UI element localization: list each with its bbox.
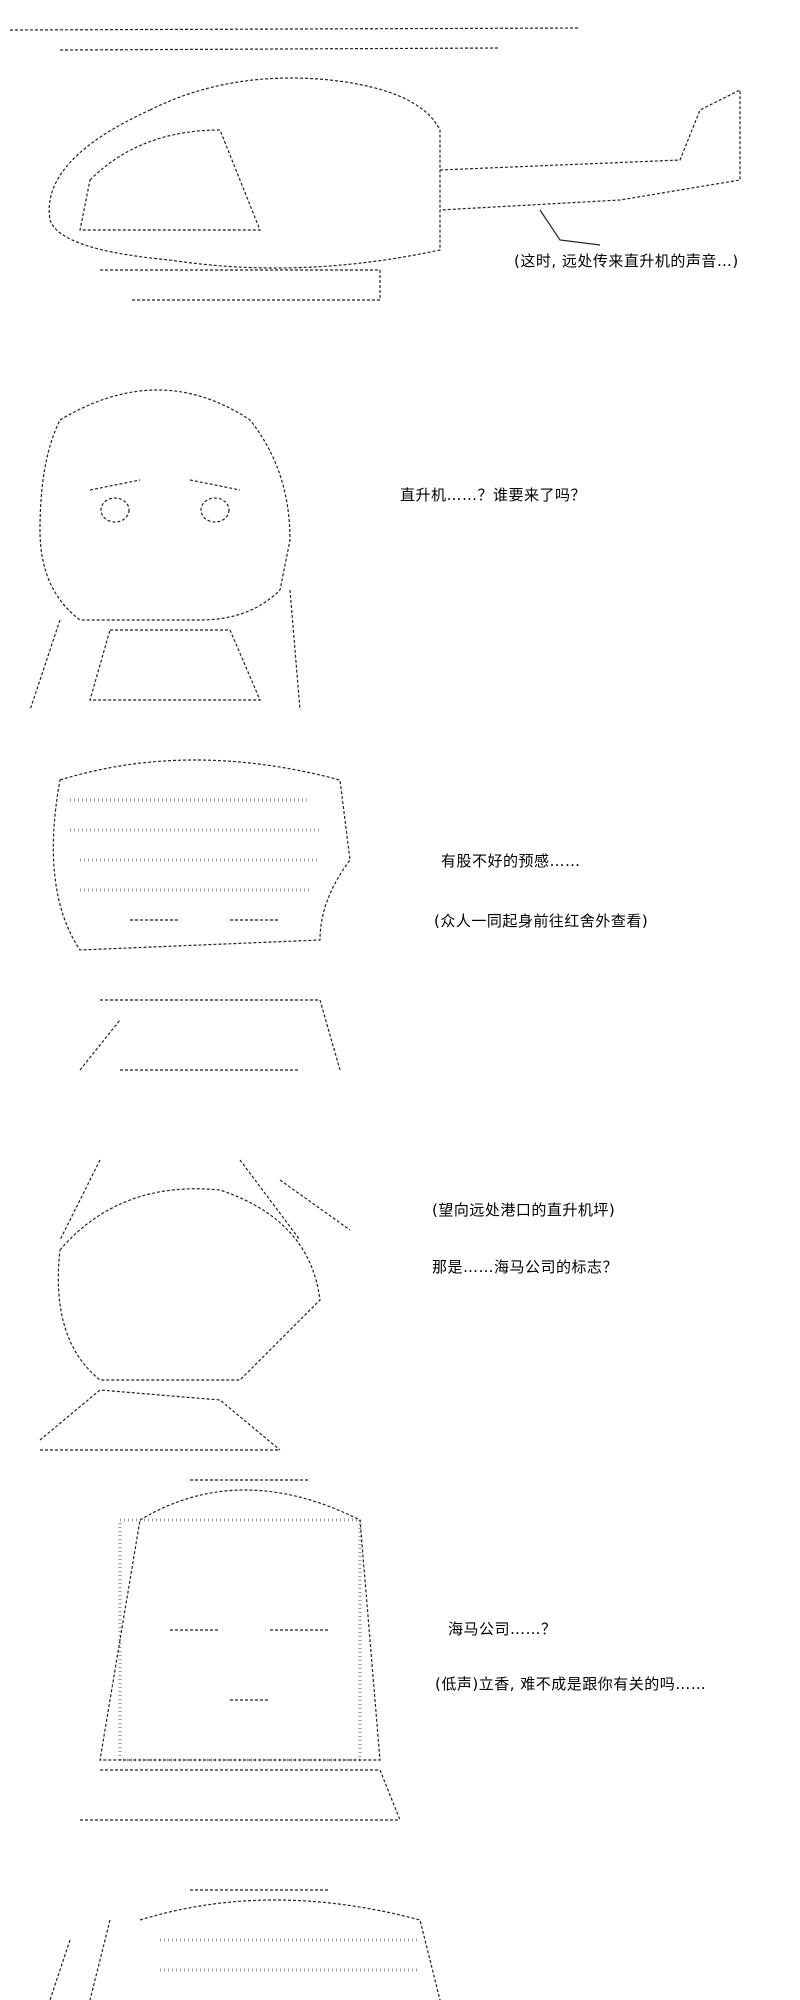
girl-ascii-art-3: [39, 1159, 351, 1451]
girl-ascii-art-4: [80, 1479, 400, 1821]
girl-ascii-art-2: [52, 759, 351, 1071]
narration-go-outside: (众人一同起身前往红舍外查看): [434, 912, 649, 930]
dialogue-bad-feeling: 有股不好的预感……: [441, 852, 581, 870]
dialogue-helicopter-question: 直升机……？谁要来了吗？: [400, 486, 587, 504]
narration-helipad: (望向远处港口的直升机坪): [432, 1201, 616, 1219]
narration-helicopter-sound: (这时, 远处传来直升机的声音…): [514, 252, 739, 270]
dialogue-whisper-ritsuka: (低声)立香, 难不成是跟你有关的吗……: [435, 1675, 707, 1693]
dialogue-kaiba-corp: 海马公司……？: [448, 1620, 557, 1638]
dialogue-kaiba-logo: 那是……海马公司的标志？: [432, 1258, 619, 1276]
girl-ascii-art-1: [29, 389, 301, 711]
helicopter-ascii-art: [9, 27, 741, 301]
girl-ascii-art-5: [49, 1889, 441, 2000]
